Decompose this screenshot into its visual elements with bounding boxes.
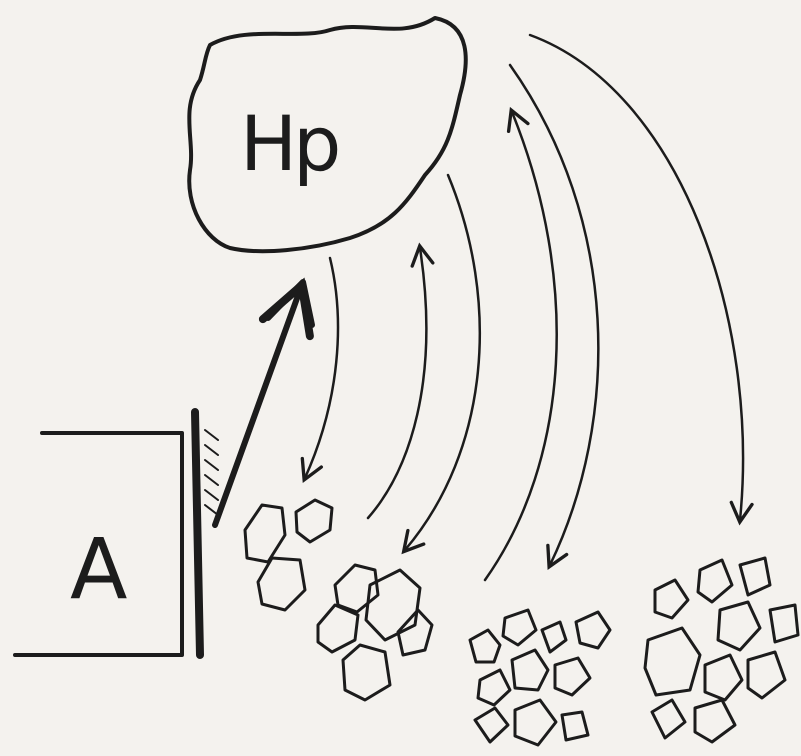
box-label: A: [70, 520, 127, 618]
arrow-cluster-2-to-hp: [368, 248, 426, 518]
arrow-hp-to-cluster-4: [530, 35, 743, 520]
pebble-cluster-2: [318, 565, 432, 700]
pebble-cluster-3: [470, 610, 610, 745]
arrow-a-to-hp: [215, 290, 300, 525]
arrow-cluster-3-to-hp: [485, 112, 557, 580]
pebble-cluster-1: [245, 500, 332, 610]
box-a-thick-edge: [195, 412, 200, 655]
pebble-cluster-4: [645, 558, 798, 742]
hub-label: Hp: [240, 99, 338, 188]
arrow-hp-to-cluster-2: [405, 175, 480, 550]
arrow-hp-to-cluster-1: [305, 258, 338, 478]
box-a-hatching: [205, 430, 218, 515]
